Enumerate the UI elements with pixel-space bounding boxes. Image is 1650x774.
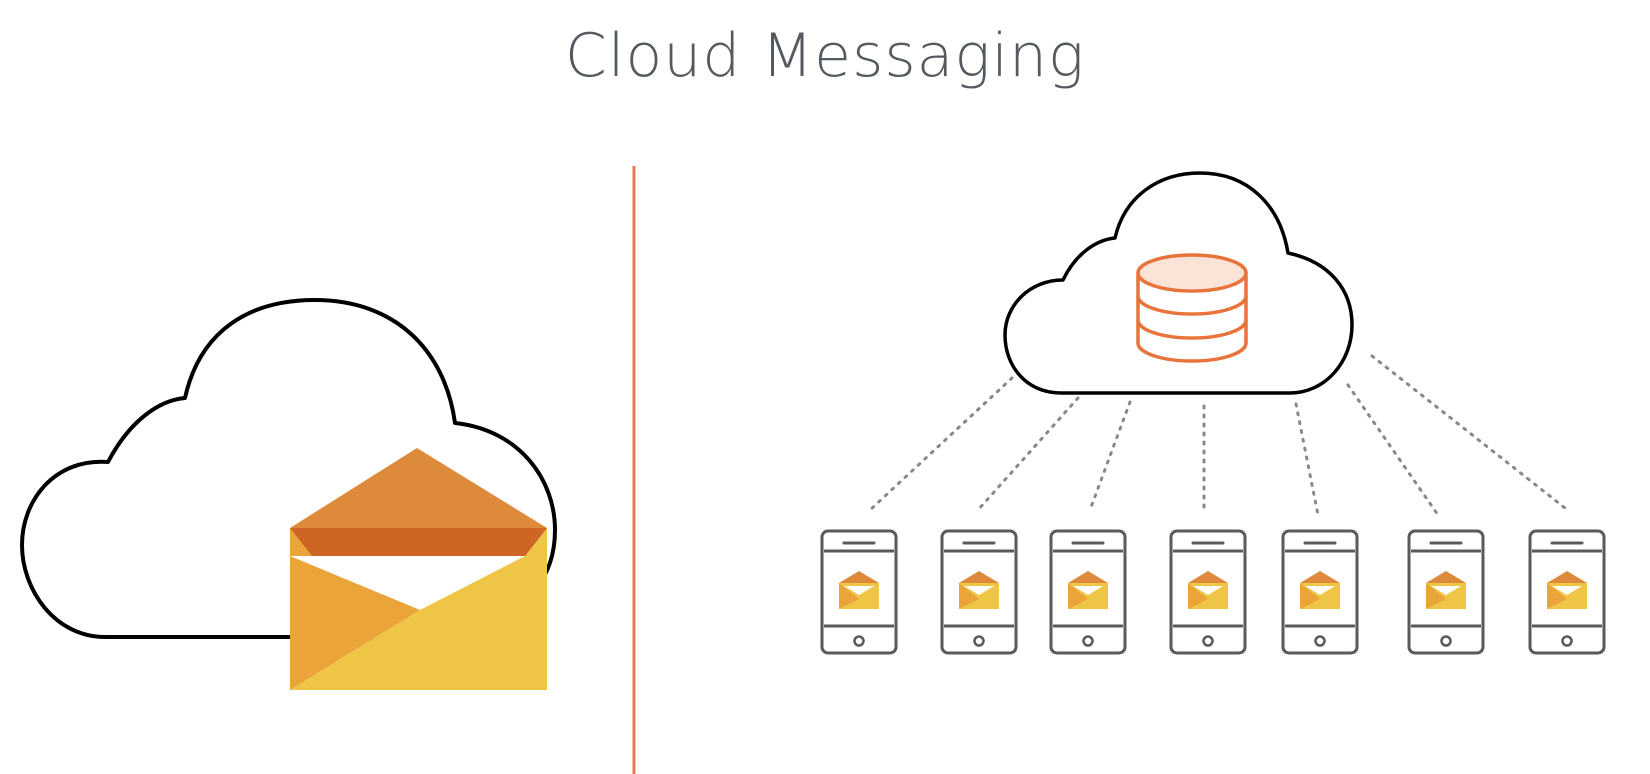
connectors xyxy=(868,354,1567,517)
connector-2 xyxy=(976,396,1080,512)
slide-title: Cloud Messaging xyxy=(564,21,1086,91)
smartphone-icon xyxy=(940,529,1018,655)
open-envelope-icon xyxy=(290,448,547,690)
smartphone-icon xyxy=(820,529,898,655)
smartphone-icon xyxy=(1049,529,1127,655)
smartphone-icon xyxy=(1407,529,1485,655)
smartphone-icon xyxy=(1528,529,1606,655)
left-cloud-icon xyxy=(20,298,557,639)
connector-1 xyxy=(868,376,1014,512)
connector-7 xyxy=(1370,354,1567,510)
connector-6 xyxy=(1346,383,1440,517)
smartphone-icon xyxy=(1281,529,1359,655)
connector-5 xyxy=(1294,402,1320,517)
connector-3 xyxy=(1088,400,1132,512)
smartphone-icon xyxy=(1169,529,1247,655)
device-list xyxy=(820,529,1606,655)
database-icon xyxy=(1136,253,1248,363)
